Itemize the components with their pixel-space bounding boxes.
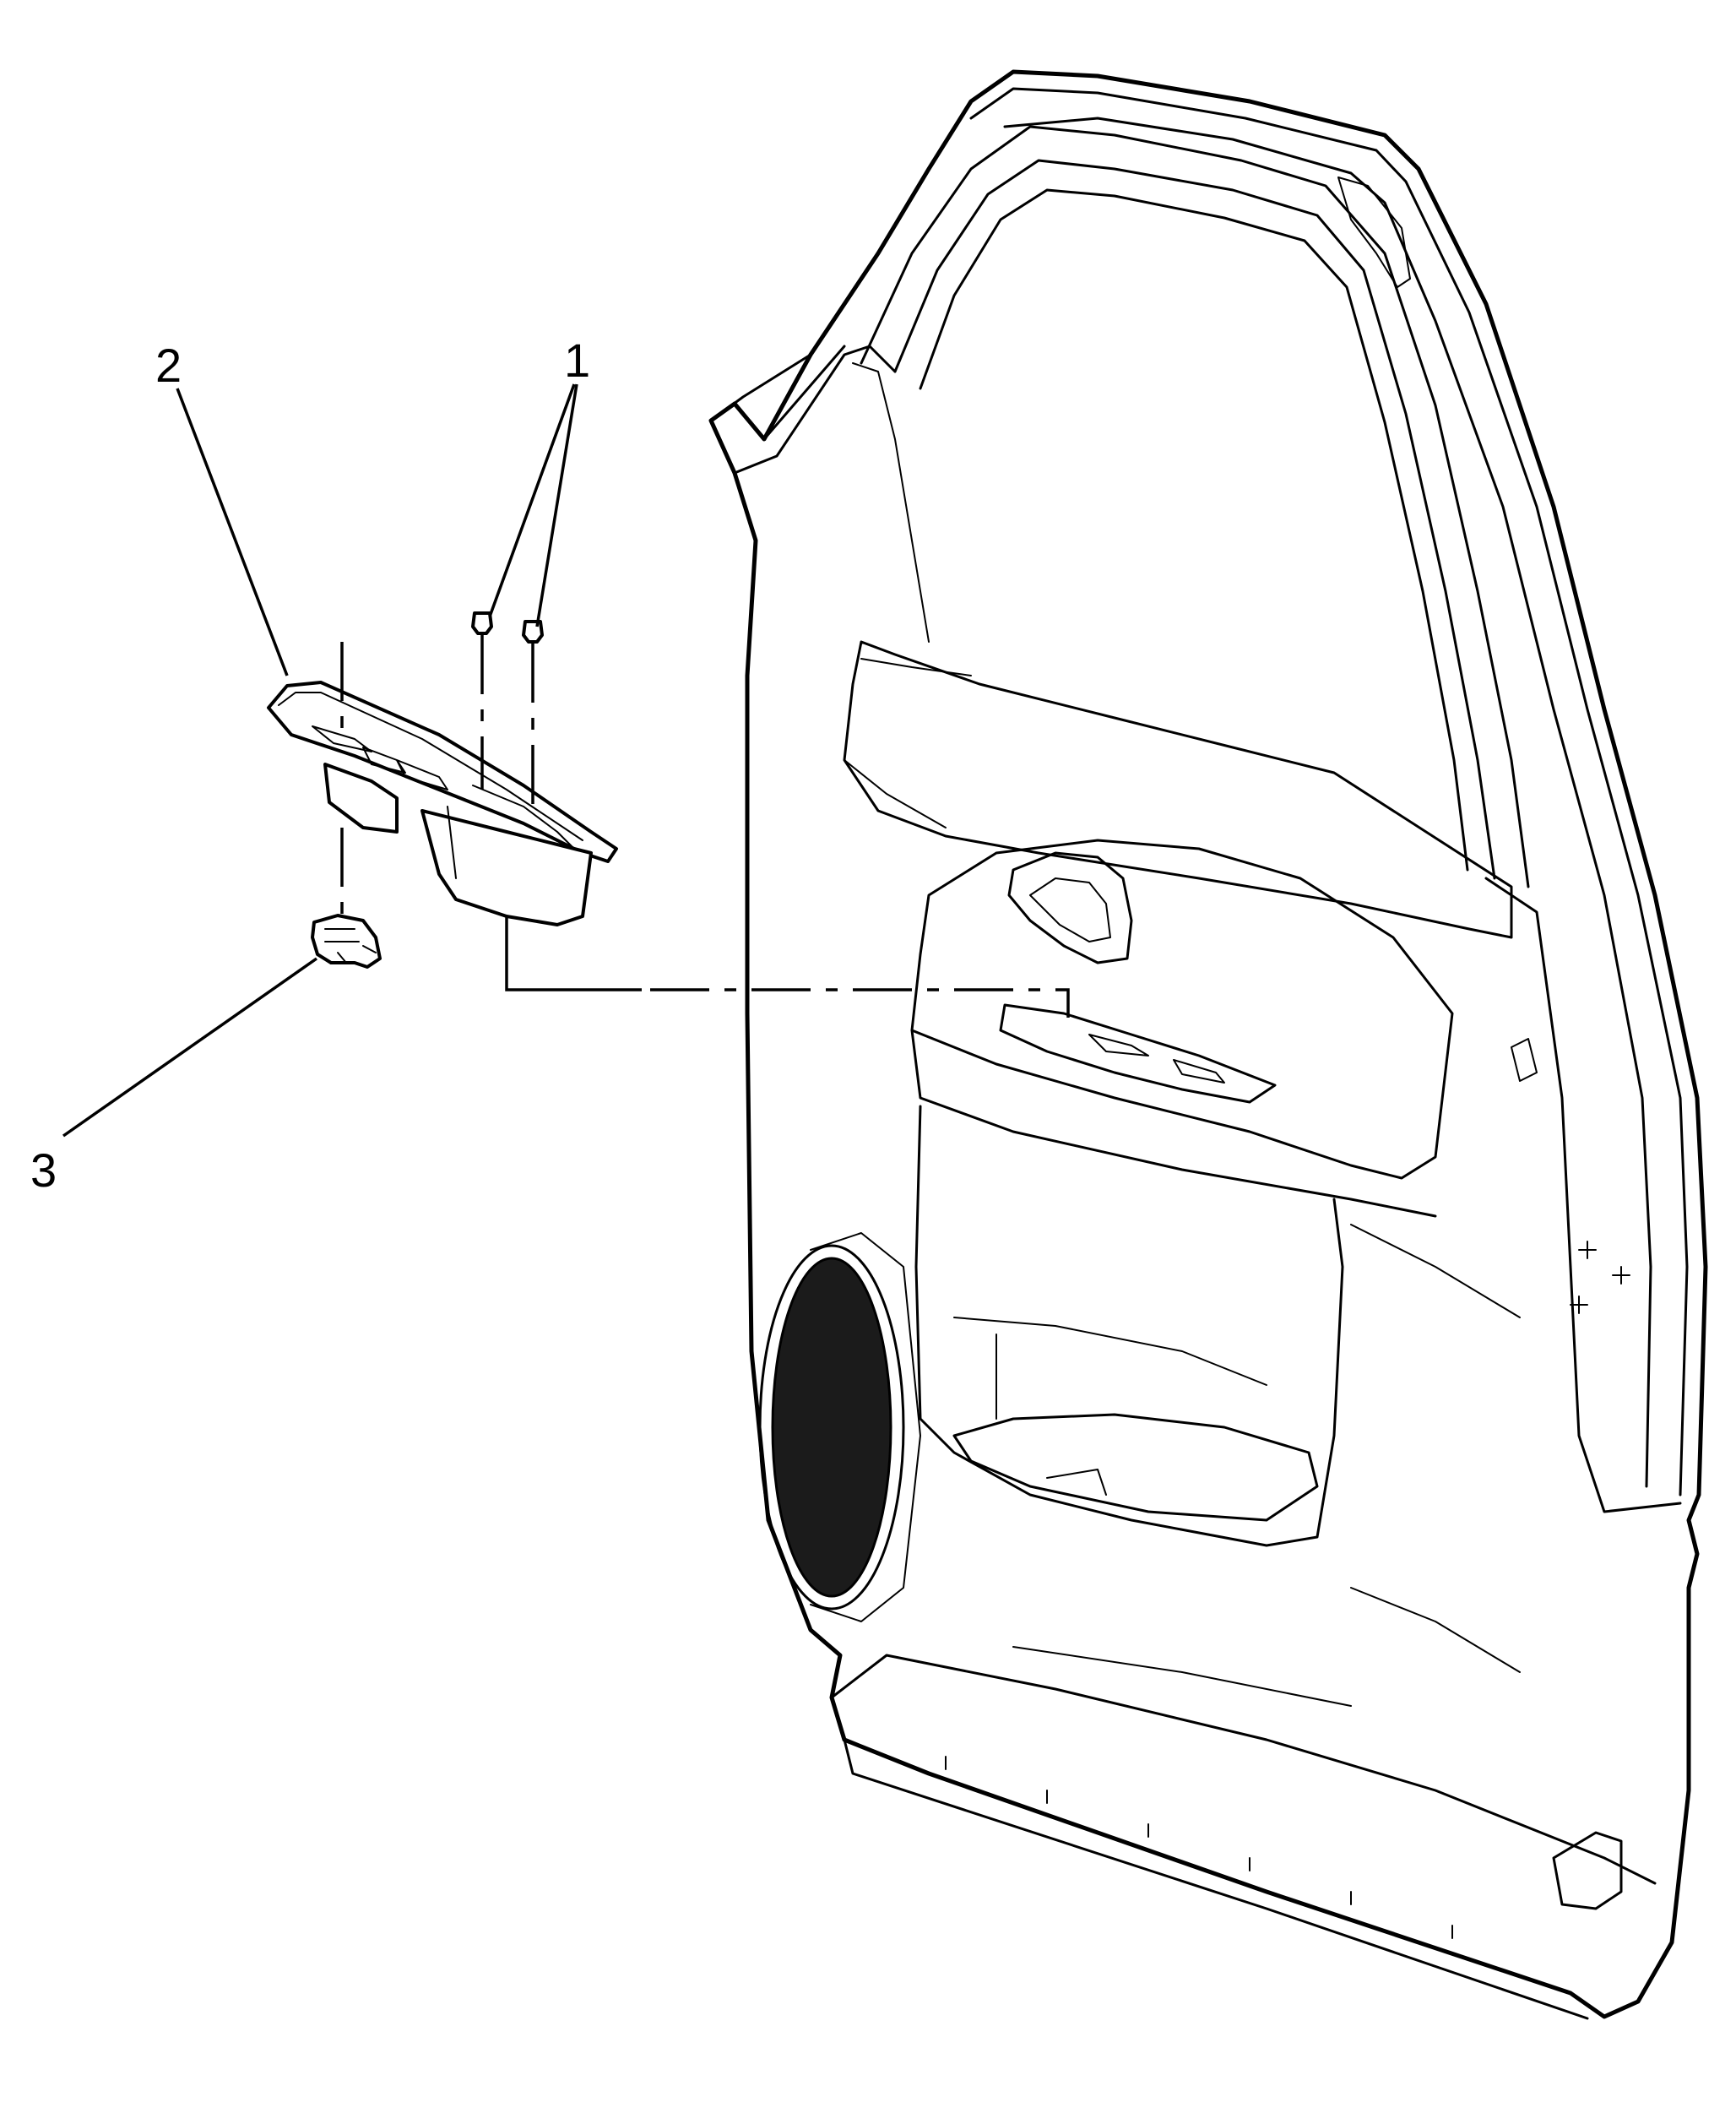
lower-reflector-pocket [1552, 1831, 1623, 1910]
bezel-cup-inner [447, 785, 575, 879]
callout-3: 3 [30, 1143, 57, 1197]
door-handle [1029, 877, 1111, 942]
speaker-pod [810, 1232, 921, 1622]
rear-edge-panel [1484, 877, 1682, 1513]
armrest-upper [910, 839, 1454, 1180]
sill-fasteners [945, 1756, 1453, 1939]
switch-bezel-part [267, 681, 618, 926]
map-pocket-lines [953, 1317, 1267, 1496]
door-sill-strip [843, 1738, 1589, 2020]
callout-1: 1 [564, 334, 590, 387]
switch-bezel-pocket [323, 763, 399, 834]
bezel-to-door-leader-solid [505, 912, 642, 991]
callout-1-leader-a [488, 383, 576, 617]
speaker-grille [771, 1257, 892, 1598]
callout-3-leader [62, 957, 318, 1138]
door-check-bracket [1511, 1038, 1538, 1082]
armrest-lower-edge [910, 1029, 1437, 1218]
lower-door-panel [830, 1654, 1657, 1885]
body-contour-lines [1012, 1224, 1521, 1707]
window-frame-outer [860, 125, 1530, 888]
door-handle-cavity [1007, 851, 1133, 964]
latch-fasteners [1570, 1241, 1630, 1314]
armrest-switch-pocket [999, 1003, 1277, 1104]
switch-bezel-cup [420, 809, 593, 926]
upper-trim-groove [844, 658, 972, 828]
map-pocket-opening [952, 1413, 1319, 1522]
speaker-surround [758, 1244, 905, 1611]
callout-2: 2 [155, 339, 182, 392]
mirror-patch [1337, 177, 1411, 288]
door-outer-contour [969, 87, 1689, 1496]
window-frame-inner [893, 159, 1496, 880]
callout-2-leader [176, 388, 289, 676]
door-assembly [708, 69, 1708, 2020]
front-pillar-edge [852, 362, 930, 643]
fastener-a [471, 611, 493, 635]
upper-trim-panel [843, 640, 1513, 939]
bezel-to-door-centerline [650, 988, 1070, 1018]
window-switch-rockers [324, 928, 377, 964]
door-inner-frame-contour [1003, 117, 1652, 1488]
callout-1-leader-b [535, 383, 578, 627]
bezel-edge-detail [278, 692, 583, 841]
bezel-switch-openings [312, 725, 448, 790]
window-switch-part [311, 828, 382, 969]
fastener-b [522, 620, 544, 644]
front-pillar [709, 345, 897, 475]
map-pocket-outline [914, 1105, 1344, 1547]
armrest-switch-slots [1088, 1034, 1225, 1084]
window-opening [919, 188, 1469, 872]
